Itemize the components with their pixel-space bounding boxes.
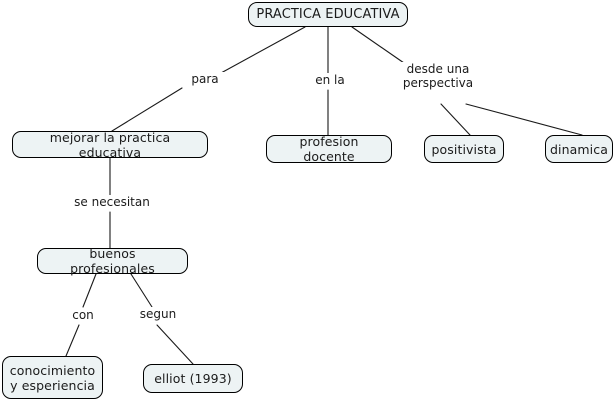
edge-para-to-mejorar (111, 87, 183, 132)
edge-label-desde-una-perspectiva: desde una perspectiva (389, 62, 487, 90)
node-practica-educativa[interactable]: PRACTICA EDUCATIVA (248, 2, 408, 27)
edge-buenos-to-segun (130, 273, 153, 308)
node-mejorar-la-practica-educativa[interactable]: mejorar la practica educativa (12, 130, 208, 160)
edge-label-con: con (65, 308, 101, 322)
edge-label-en-la: en la (308, 73, 352, 87)
edge-label-segun: segun (134, 307, 182, 321)
edge-root-to-para (220, 26, 306, 74)
edge-label-se-necesitan: se necesitan (68, 195, 156, 209)
node-positivista[interactable]: positivista (424, 135, 504, 163)
node-elliot-1993[interactable]: elliot (1993) (143, 364, 243, 393)
edge-segun-to-elliot (156, 324, 194, 365)
node-buenos-profesionales[interactable]: buenos profesionales (37, 246, 188, 276)
edge-desde-to-positivista (440, 103, 471, 136)
edge-root-to-desde (351, 26, 405, 64)
edge-label-para: para (183, 72, 227, 86)
node-conocimiento-y-esperiencia[interactable]: conocimiento y esperiencia (2, 356, 103, 399)
node-profesion-docente[interactable]: profesion docente (266, 134, 392, 164)
node-dinamica[interactable]: dinamica (545, 135, 613, 163)
edge-desde-to-dinamica (465, 103, 583, 136)
edge-buenos-to-con (82, 273, 97, 308)
edge-con-to-conocimiento (65, 324, 80, 357)
